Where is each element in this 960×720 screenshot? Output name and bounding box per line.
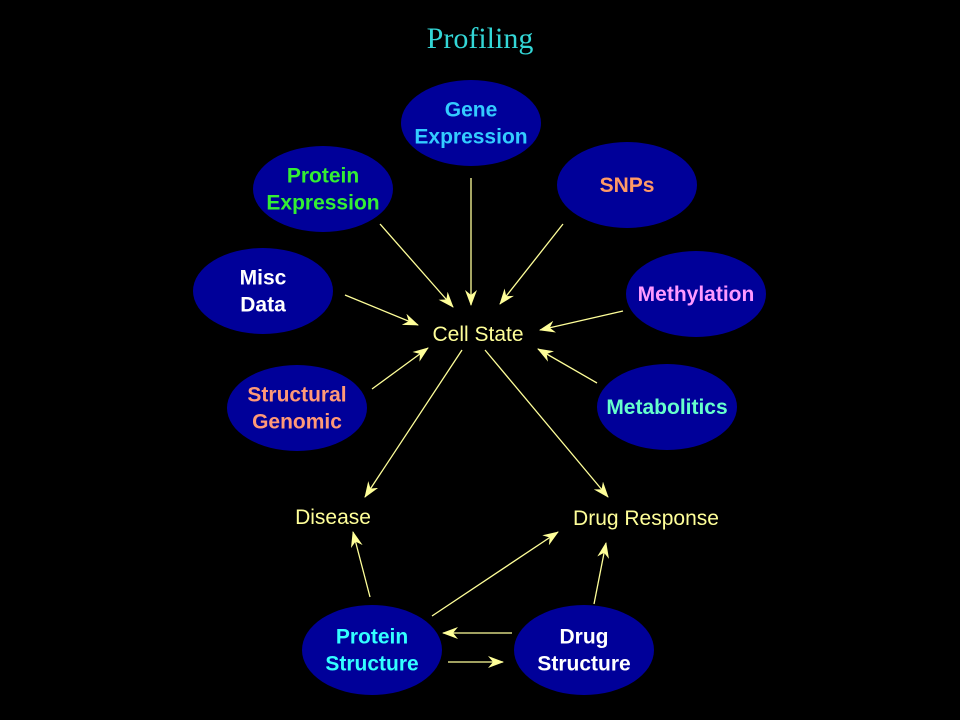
node-label-gene-expression-line-1: Gene [445,99,498,122]
node-label-protein-structure-line-2: Structure [325,653,418,676]
node-label-metabolitics-line-1: Metabolitics [606,396,727,419]
node-label-protein-expression-line-2: Expression [266,192,379,215]
node-label-snps-line-1: SNPs [600,174,655,197]
label-drug-response: Drug Response [573,507,719,530]
arrow-cell-state-to-drug-response [484,349,609,498]
node-layer: GeneExpressionSNPsProteinExpressionMethy… [193,80,766,695]
arrow-cell-state-to-disease [364,349,463,498]
node-label-drug-structure-line-2: Structure [537,653,630,676]
node-ellipse-structural-genomic [227,365,367,451]
node-label-misc-data-line-1: Misc [240,267,287,290]
arrow-methylation-to-cell-state [539,310,624,333]
label-disease: Disease [295,506,371,529]
node-label-protein-expression-line-1: Protein [287,165,359,188]
node-ellipse-metabolitics [597,364,737,450]
node-ellipse-gene-expression [401,80,541,166]
node-label-misc-data-line-2: Data [240,294,286,317]
label-cell-state: Cell State [432,323,523,346]
arrow-protein-structure-to-drug-response [431,531,559,617]
arrow-drug-structure-to-drug-response [593,542,609,605]
node-label-structural-genomic-line-1: Structural [247,384,346,407]
arrow-snps-to-cell-state [499,223,564,305]
node-ellipse-methylation [626,251,766,337]
arrow-misc-data-to-cell-state [344,294,419,326]
arrow-protein-expression-to-cell-state [379,223,454,308]
slide-title: Profiling [426,22,534,55]
arrow-metabolitics-to-cell-state [537,348,598,384]
node-ellipse-protein-structure [302,605,442,695]
edge-layer [344,178,624,668]
arrow-structural-genomic-to-cell-state [371,347,429,390]
node-label-structural-genomic-line-2: Genomic [252,411,342,434]
node-label-gene-expression-line-2: Expression [414,126,527,149]
node-ellipse-drug-structure [514,605,654,695]
node-label-protein-structure-line-1: Protein [336,626,408,649]
node-metabolitics: Metabolitics [597,364,737,450]
arrow-protein-structure-to-disease [350,531,371,598]
node-ellipse-misc-data [193,248,333,334]
node-label-drug-structure-line-1: Drug [560,626,609,649]
node-snps: SNPs [557,142,697,228]
node-ellipse-snps [557,142,697,228]
node-methylation: Methylation [626,251,766,337]
node-ellipse-protein-expression [253,146,393,232]
node-label-methylation-line-1: Methylation [638,283,755,306]
